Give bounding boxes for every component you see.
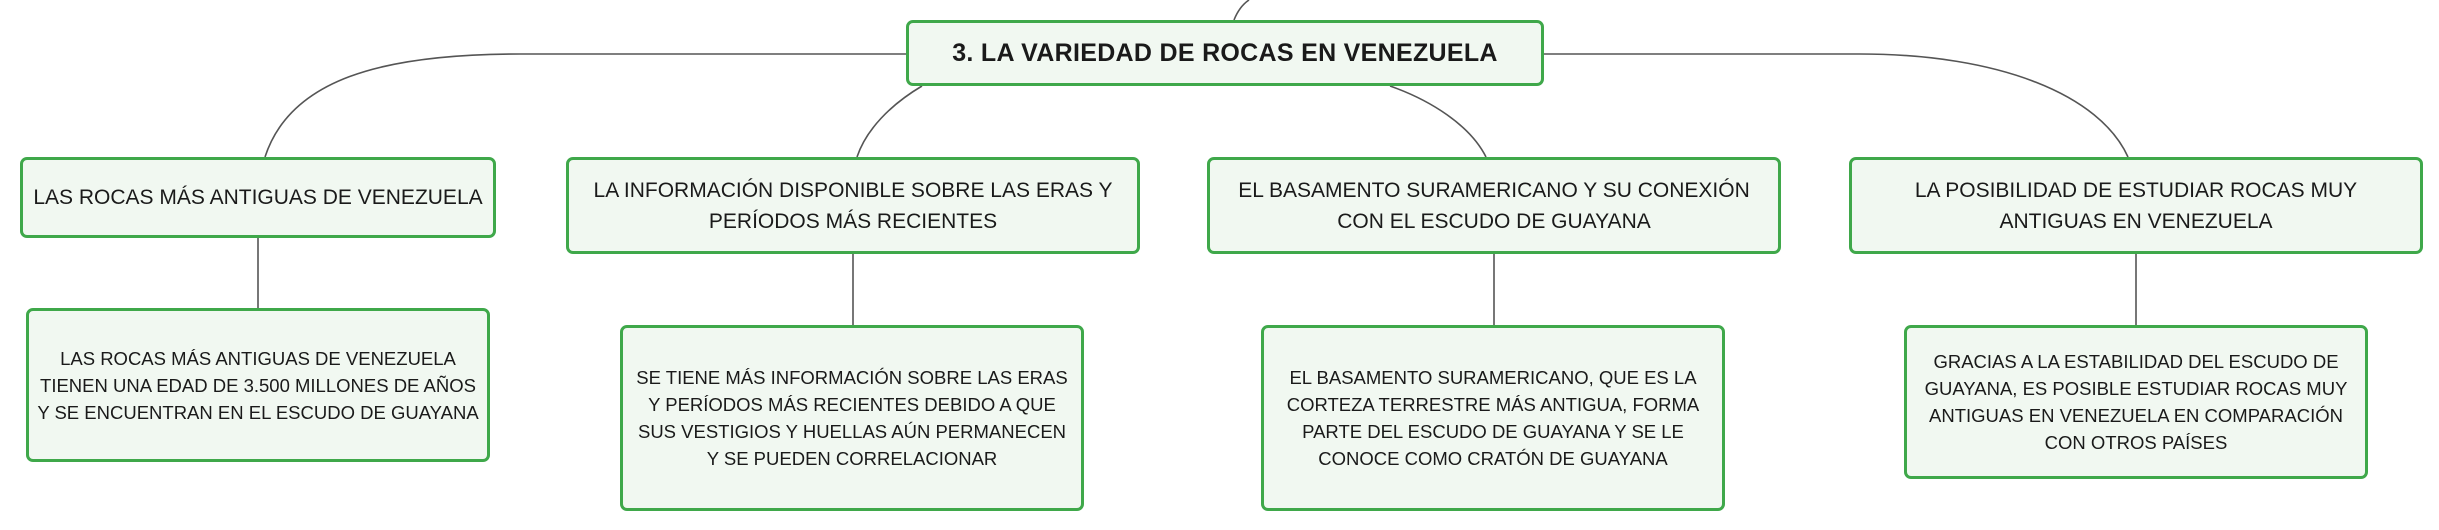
branch-topic-4[interactable]: LA POSIBILIDAD DE ESTUDIAR ROCAS MUY ANT… [1849,157,2423,254]
detail-topic-text: EL BASAMENTO SURAMERICANO, QUE ES LA COR… [1286,367,1700,469]
detail-topic-4[interactable]: GRACIAS A LA ESTABILIDAD DEL ESCUDO DE G… [1904,325,2368,479]
root-topic-title: 3. LA VARIEDAD DE ROCAS EN VENEZUELA [952,38,1498,67]
connector-root-branch-3 [1389,85,1487,158]
connector-root-branch-4 [1544,53,2129,158]
connector-root-branch-2 [856,85,923,158]
branch-topic-title: LA INFORMACIÓN DISPONIBLE SOBRE LAS ERAS… [593,178,1113,233]
branch-topic-title: LA POSIBILIDAD DE ESTUDIAR ROCAS MUY ANT… [1914,178,2358,233]
detail-topic-2[interactable]: SE TIENE MÁS INFORMACIÓN SOBRE LAS ERAS … [620,325,1084,511]
branch-topic-1[interactable]: LAS ROCAS MÁS ANTIGUAS DE VENEZUELA [20,157,496,238]
detail-topic-text: SE TIENE MÁS INFORMACIÓN SOBRE LAS ERAS … [636,367,1068,469]
connector-parent [1233,0,1250,21]
root-topic[interactable]: 3. LA VARIEDAD DE ROCAS EN VENEZUELA [906,20,1544,86]
detail-topic-1[interactable]: LAS ROCAS MÁS ANTIGUAS DE VENEZUELA TIEN… [26,308,490,462]
detail-topic-text: LAS ROCAS MÁS ANTIGUAS DE VENEZUELA TIEN… [37,347,479,423]
branch-topic-title: EL BASAMENTO SURAMERICANO Y SU CONEXIÓN … [1238,178,1750,233]
detail-topic-3[interactable]: EL BASAMENTO SURAMERICANO, QUE ES LA COR… [1261,325,1725,511]
branch-topic-3[interactable]: EL BASAMENTO SURAMERICANO Y SU CONEXIÓN … [1207,157,1781,254]
branch-topic-title: LAS ROCAS MÁS ANTIGUAS DE VENEZUELA [33,186,483,209]
detail-topic-text: GRACIAS A LA ESTABILIDAD DEL ESCUDO DE G… [1924,351,2348,453]
connector-root-branch-1 [264,53,906,158]
branch-topic-2[interactable]: LA INFORMACIÓN DISPONIBLE SOBRE LAS ERAS… [566,157,1140,254]
